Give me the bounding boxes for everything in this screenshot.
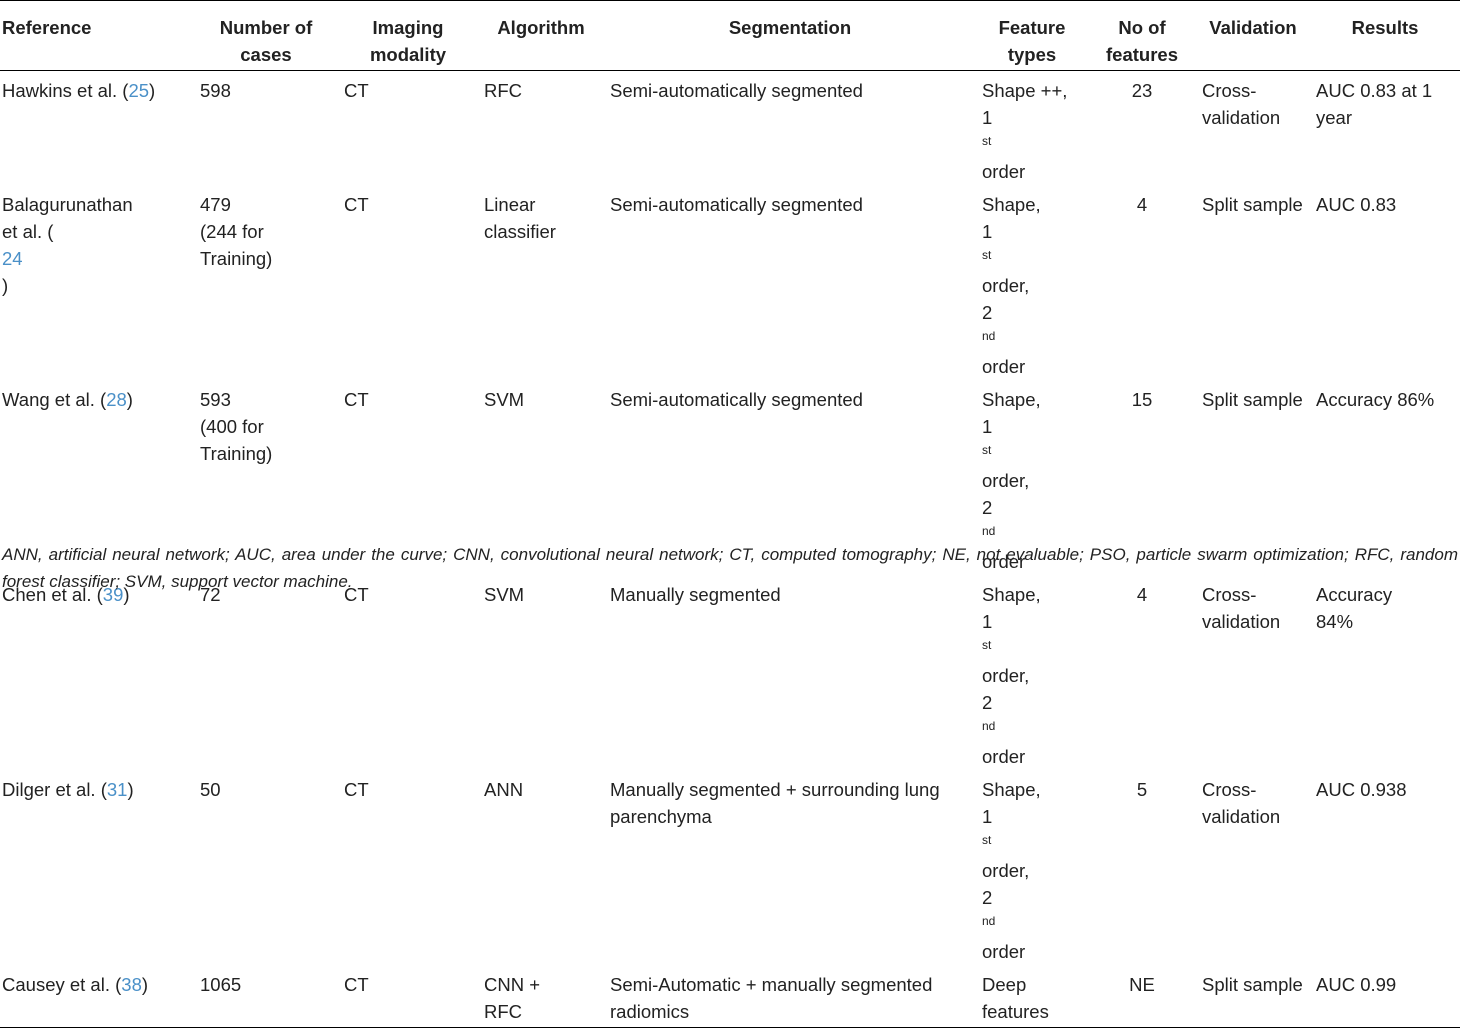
cell-algorithm: CNN +RFC xyxy=(484,974,541,1022)
cell-modality: CT xyxy=(344,584,369,605)
cell-segmentation: Semi-automatically segmented xyxy=(610,389,863,410)
cell-segmentation: Semi-automatically segmented xyxy=(610,194,863,215)
cell-algorithm: RFC xyxy=(484,80,523,101)
cell-feature-types: Deep features xyxy=(982,974,1049,1022)
cell-cases: 72 xyxy=(200,584,221,605)
cell-reference: Chen et al. (39) xyxy=(2,584,130,605)
cell-validation: Cross-validation xyxy=(1202,779,1281,827)
cell-cases: 1065 xyxy=(200,974,242,995)
cell-results: AUC 0.99 xyxy=(1316,974,1397,995)
cell-segmentation: Semi-automatically segmented xyxy=(610,80,863,101)
reference-link[interactable]: 38 xyxy=(121,974,142,995)
reference-link[interactable]: 28 xyxy=(106,389,127,410)
cell-reference: Wang et al. (28) xyxy=(2,389,133,410)
header-algorithm: Algorithm xyxy=(497,17,585,38)
table-row: Dilger et al. (31) 50 CT ANN Manually se… xyxy=(0,770,1460,965)
header-segmentation: Segmentation xyxy=(728,17,852,38)
cell-algorithm: SVM xyxy=(484,389,525,410)
cell-results: Accuracy 86% xyxy=(1316,389,1435,410)
cell-no-features: 5 xyxy=(1136,779,1148,800)
cell-modality: CT xyxy=(344,80,369,101)
table-footnote: ANN, artificial neural network; AUC, are… xyxy=(2,545,1458,591)
cell-algorithm: ANN xyxy=(484,779,524,800)
cell-segmentation: Manually segmented xyxy=(610,584,781,605)
cell-results: AUC 0.938 xyxy=(1316,779,1407,800)
table-row: Chen et al. (39) 72 CT SVM Manually segm… xyxy=(0,575,1460,770)
cell-validation: Split sample xyxy=(1202,389,1303,410)
cell-validation: Cross-validation xyxy=(1202,584,1281,632)
cell-results: AUC 0.83 xyxy=(1316,194,1397,215)
cell-no-features: NE xyxy=(1129,974,1155,995)
cell-no-features: 23 xyxy=(1131,80,1153,101)
cell-reference: Hawkins et al. (25) xyxy=(2,80,156,101)
cell-no-features: 15 xyxy=(1131,389,1153,410)
cell-validation: Split sample xyxy=(1202,974,1303,995)
reference-link[interactable]: 24 xyxy=(2,248,23,269)
header-results: Results xyxy=(1351,17,1419,38)
cell-validation: Cross-validation xyxy=(1202,80,1281,128)
cell-cases: 598 xyxy=(200,80,231,101)
cell-reference: Dilger et al. (31) xyxy=(2,779,134,800)
cell-no-features: 4 xyxy=(1136,584,1148,605)
cell-modality: CT xyxy=(344,974,369,995)
reference-link[interactable]: 25 xyxy=(128,80,150,101)
header-reference: Reference xyxy=(2,17,92,38)
cell-validation: Split sample xyxy=(1202,194,1303,215)
cell-modality: CT xyxy=(344,194,369,215)
reference-link[interactable]: 31 xyxy=(106,779,128,800)
cell-algorithm: SVM xyxy=(484,584,525,605)
cell-modality: CT xyxy=(344,779,369,800)
cell-reference: Causey et al. (38) xyxy=(2,974,149,995)
cell-modality: CT xyxy=(344,389,369,410)
cell-cases: 50 xyxy=(200,779,221,800)
cell-no-features: 4 xyxy=(1136,194,1148,215)
table-row: Causey et al. (38) 1065 CT CNN +RFC Semi… xyxy=(0,965,1460,1027)
table-row: Hawkins et al. (25) 598 CT RFC Semi-auto… xyxy=(0,71,1460,186)
header-validation: Validation xyxy=(1209,17,1297,38)
